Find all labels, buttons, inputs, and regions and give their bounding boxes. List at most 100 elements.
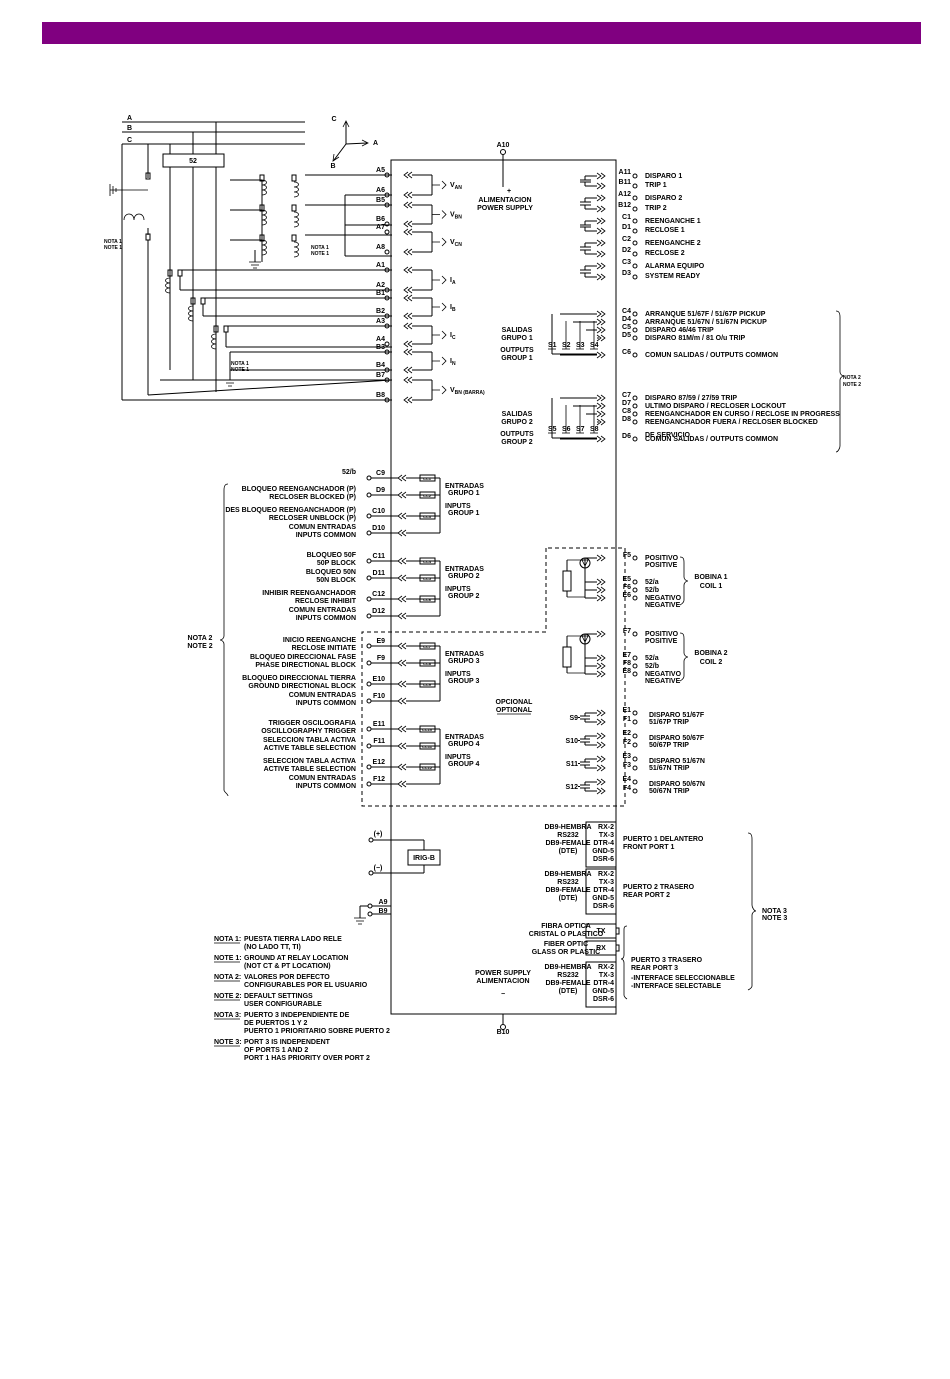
- opt-es-0: DISPARO 51/67F: [649, 712, 705, 719]
- wire-path: [403, 294, 413, 302]
- out-g1-title-en1: OUTPUTS: [500, 347, 534, 354]
- fiber1-es2: CRISTAL O PLASTICO: [529, 931, 604, 938]
- ig-title-1-b: GRUPO 2: [448, 573, 480, 580]
- out-g2-terminal-D7: D7: [622, 400, 631, 407]
- optocoupler-CC5: [419, 574, 436, 582]
- coil2-label-3: 52/b: [645, 663, 659, 670]
- opt-en-3: 50/67N TRIP: [649, 788, 690, 795]
- coil1-name-es: BOBINA 1: [694, 574, 727, 581]
- optocoupler-CC10: [419, 725, 436, 733]
- input-terminal-E12: E12: [373, 759, 386, 766]
- out-g2-terminal-D8: D8: [622, 416, 631, 423]
- meas-sub-7: BN (BARRA): [455, 390, 485, 396]
- out-g1-terminal-C6: C6: [622, 349, 631, 356]
- input-terminal-F11: F11: [373, 738, 385, 745]
- coil2-monitor-icon: [579, 633, 591, 645]
- input-terminal-D12: D12: [372, 608, 385, 615]
- opt-switch-S10: S10: [566, 738, 579, 745]
- ig-title-0-b: GRUPO 1: [448, 490, 480, 497]
- phase-label-A: A: [127, 115, 132, 122]
- terminal-A5-dot: [384, 172, 390, 178]
- wire-path: [165, 277, 171, 294]
- out-g1-term-dot-D4: [632, 319, 638, 325]
- output-es-2: REENGANCHE 1: [645, 218, 701, 225]
- term-dot-D2: [632, 251, 638, 257]
- input-label-0-2: DES BLOQUEO REENGANCHADOR (P): [225, 507, 356, 514]
- wire-path: [249, 261, 261, 269]
- wire-path: [596, 709, 606, 717]
- irig-minus: (−): [374, 865, 383, 872]
- output-es-0: DISPARO 1: [645, 173, 682, 180]
- terminal-A8: A8: [376, 244, 385, 251]
- optocoupler-CC1: [419, 474, 436, 482]
- wire-path: [596, 194, 606, 202]
- opt-dot-E1: [632, 710, 638, 716]
- meas-2: VCN: [450, 239, 462, 248]
- terminal-A1-dot: [384, 267, 390, 273]
- out-g2-term-dot-D7: [632, 403, 638, 409]
- note1-pt: NOTE 1: [311, 251, 329, 257]
- wire-path: [397, 697, 407, 705]
- output-en-3: RECLOSE 2: [645, 250, 685, 257]
- input-label2-1-0: 50P BLOCK: [317, 560, 356, 567]
- port3-pin-GND-5: GND-5: [592, 988, 614, 995]
- port1-pin-DTR-4: DTR-4: [593, 840, 614, 847]
- wire-path: [361, 139, 369, 147]
- coil1-dot-F5: [632, 555, 638, 561]
- wire-path: [432, 275, 447, 285]
- fiber-tx-conn: [615, 927, 620, 935]
- wire-path: [123, 213, 145, 221]
- out-g1-terminal-D5: D5: [622, 332, 631, 339]
- input-label2-3-3: INPUTS COMMON: [296, 783, 356, 790]
- term-dot-A11: [632, 173, 638, 179]
- coil2-dot-E7: [632, 655, 638, 661]
- port3-pin-TX-3: TX-3: [599, 972, 614, 979]
- nota1-pt: NOTA 1: [311, 245, 329, 251]
- wire-path: [596, 586, 606, 594]
- terminal-B2: B2: [376, 308, 385, 315]
- out-g1-label-1: ARRANQUE 51/67N / 51/67N PICKUP: [645, 319, 767, 326]
- supply-plus: +: [507, 188, 511, 195]
- coil2-label-2: 52/a: [645, 655, 659, 662]
- out-g1-terminal-C4: C4: [622, 308, 631, 315]
- wire-path: [596, 310, 606, 318]
- terminal-D3: D3: [622, 270, 631, 277]
- input-terminal-F10: F10: [373, 693, 385, 700]
- note-line-5-1: OF PORTS 1 AND 2: [244, 1047, 308, 1054]
- wire-path: [397, 474, 407, 482]
- wire-path: [403, 191, 413, 199]
- port2-db9-en: DB9-FEMALE: [545, 887, 590, 894]
- wire-path: [397, 557, 407, 565]
- port2-box: [585, 868, 617, 915]
- wire-path: [403, 348, 413, 356]
- port3-db9-rs: RS232: [557, 972, 579, 979]
- wire-path: [432, 356, 447, 366]
- terminal-B8: B8: [376, 392, 385, 399]
- out-g1-terminal-D4: D4: [622, 316, 631, 323]
- note2-right: NOTE 2: [843, 382, 861, 388]
- input-label2-2-0: RECLOSE INITIATE: [292, 645, 357, 652]
- optional-en: OPTIONAL: [496, 707, 533, 714]
- input-label2-0-3: INPUTS COMMON: [296, 532, 356, 539]
- out-g2-label-0: DISPARO 87/59 / 27/59 TRIP: [645, 395, 737, 402]
- note-key-4: NOTA 3:: [214, 1012, 241, 1019]
- input-terminal-F12: F12: [373, 776, 385, 783]
- port3-pin-DSR-6: DSR-6: [593, 996, 614, 1003]
- terminal-A4: A4: [376, 336, 385, 343]
- wire-path: [354, 917, 366, 925]
- wire-path: [397, 574, 407, 582]
- opt-dot-F2: [632, 742, 638, 748]
- wire-path: [596, 394, 606, 402]
- coil2-label-0: POSITIVO: [645, 631, 679, 638]
- term-dot-C1: [632, 218, 638, 224]
- wire: [147, 379, 393, 396]
- terminal-A7-dot: [384, 229, 390, 235]
- wire-path: [293, 211, 299, 228]
- optocoupler-CC11: [419, 742, 436, 750]
- terminal-B1: B1: [376, 290, 385, 297]
- wire-path: [596, 554, 606, 562]
- coil2-dot-F7: [632, 631, 638, 637]
- irig-dot-A9: [367, 903, 373, 909]
- terminal-A8-dot: [384, 249, 390, 255]
- wire-path: [596, 755, 606, 763]
